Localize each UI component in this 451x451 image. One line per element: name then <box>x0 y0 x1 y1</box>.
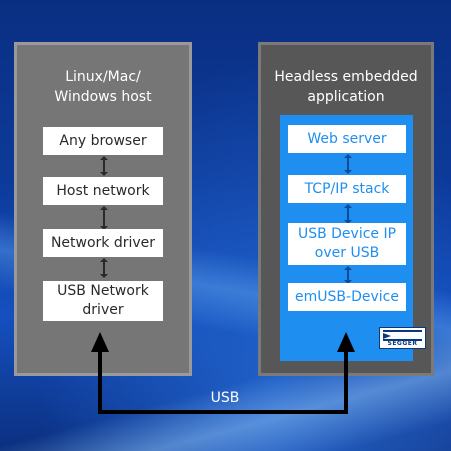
host-layer-browser: Any browser <box>43 127 163 155</box>
host-link-1 <box>100 156 108 176</box>
host-layer-usb-line2: driver <box>82 302 124 318</box>
host-layer-network: Host network <box>43 177 163 205</box>
app-layer-tcpip-label: TCP/IP stack <box>304 180 390 197</box>
app-layer-web-server-label: Web server <box>307 130 387 147</box>
host-layer-network-label: Host network <box>56 182 150 199</box>
segger-logo-text: SEGGER <box>387 340 418 347</box>
usb-label: USB <box>210 390 240 406</box>
usb-arrow-host <box>91 332 109 352</box>
usb-wire <box>98 350 348 414</box>
app-link-1 <box>344 154 352 174</box>
host-layer-browser-label: Any browser <box>59 132 147 149</box>
host-panel: Linux/Mac/ Windows host Any browser Host… <box>14 42 192 376</box>
host-title-line1: Linux/Mac/ <box>65 69 141 85</box>
app-layer-usb-device-ip: USB Device IP over USB <box>288 223 406 265</box>
host-layer-driver: Network driver <box>43 229 163 257</box>
host-layer-usb-line1: USB Network <box>57 283 149 299</box>
app-layer-tcpip: TCP/IP stack <box>288 175 406 203</box>
host-link-3 <box>100 258 108 278</box>
host-title: Linux/Mac/ Windows host <box>17 67 189 107</box>
host-layer-usb-network-driver: USB Network driver <box>43 281 163 321</box>
app-link-2 <box>344 204 352 224</box>
app-layer-web-server: Web server <box>288 125 406 153</box>
segger-logo: SEGGER <box>379 327 426 349</box>
host-layer-driver-label: Network driver <box>50 234 156 251</box>
app-title: Headless embedded application <box>261 67 431 107</box>
app-link-3 <box>344 266 352 284</box>
app-title-line2: application <box>307 89 385 105</box>
app-layer-usb-ip-line2: over USB <box>314 245 380 261</box>
app-layer-usb-ip-line1: USB Device IP <box>297 226 397 242</box>
host-link-2 <box>100 206 108 230</box>
app-title-line1: Headless embedded <box>274 69 418 85</box>
host-title-line2: Windows host <box>54 89 152 105</box>
usb-arrow-device <box>337 332 355 352</box>
embedded-stack-area: Web server TCP/IP stack USB Device IP ov… <box>280 115 426 361</box>
segger-logo-mark <box>383 330 422 341</box>
app-layer-emusb-device: emUSB-Device <box>288 283 406 311</box>
app-layer-emusb-label: emUSB-Device <box>295 288 399 305</box>
